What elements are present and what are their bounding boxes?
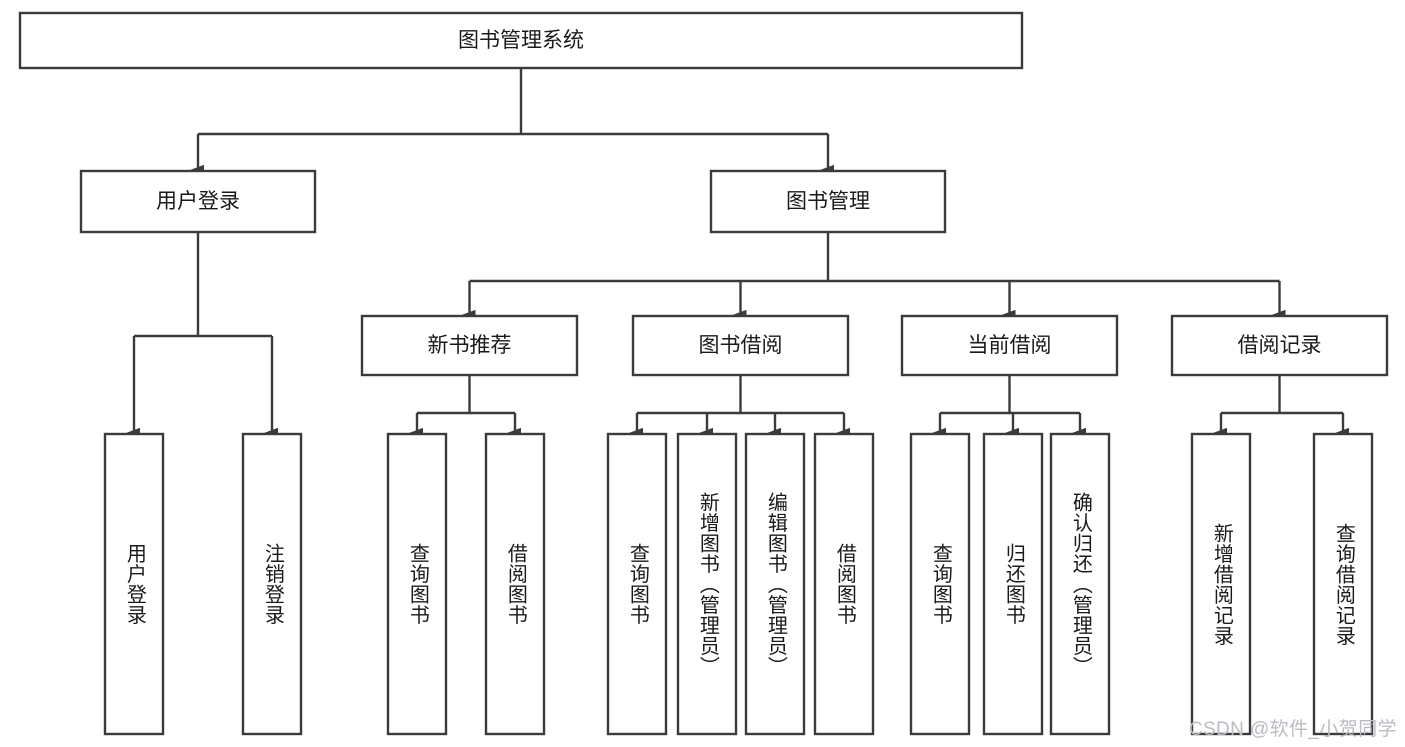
node-leaf-2[interactable]: 查询图书	[386, 432, 448, 736]
node-label-leaf-8: 查询图书	[929, 543, 952, 625]
node-leaf-0[interactable]: 用户登录	[103, 432, 165, 736]
node-label-leaf-10: 确认归还（管理员）	[1069, 491, 1092, 677]
node-leaf-3[interactable]: 借阅图书	[484, 432, 546, 736]
node-level3-0[interactable]: 新书推荐	[360, 314, 579, 377]
node-leaf-7[interactable]: 借阅图书	[813, 432, 875, 736]
node-label-level3-0: 新书推荐	[428, 334, 512, 357]
node-leaf-12[interactable]: 查询借阅记录	[1312, 432, 1374, 736]
node-leaf-4[interactable]: 查询图书	[606, 432, 668, 736]
node-level3-3[interactable]: 借阅记录	[1170, 314, 1389, 377]
node-label-level3-3: 借阅记录	[1238, 334, 1322, 357]
node-leaf-1[interactable]: 注销登录	[241, 432, 303, 736]
node-label-leaf-0: 用户登录	[123, 543, 146, 625]
node-level2-1[interactable]: 图书管理	[709, 169, 947, 234]
node-leaf-6[interactable]: 编辑图书（管理员）	[744, 432, 806, 736]
node-root-system[interactable]: 图书管理系统	[18, 11, 1024, 70]
node-label-leaf-12: 查询借阅记录	[1332, 522, 1355, 646]
node-level2-0[interactable]: 用户登录	[79, 169, 317, 234]
node-label-leaf-5: 新增图书（管理员）	[696, 491, 719, 677]
node-leaf-5[interactable]: 新增图书（管理员）	[676, 432, 738, 736]
node-label-leaf-4: 查询图书	[626, 543, 649, 625]
node-leaf-11[interactable]: 新增借阅记录	[1190, 432, 1252, 736]
node-label-leaf-2: 查询图书	[406, 543, 429, 625]
node-leaf-10[interactable]: 确认归还（管理员）	[1049, 432, 1111, 736]
node-label-level3-2: 当前借阅	[968, 334, 1052, 357]
node-label-leaf-3: 借阅图书	[504, 543, 527, 625]
node-label-leaf-1: 注销登录	[261, 543, 284, 625]
node-label-leaf-7: 借阅图书	[833, 543, 856, 625]
node-label-level2-1: 图书管理	[786, 190, 870, 213]
node-leaf-8[interactable]: 查询图书	[909, 432, 971, 736]
node-layer: 图书管理系统用户登录图书管理新书推荐图书借阅当前借阅借阅记录用户登录注销登录查询…	[18, 11, 1389, 736]
watermark-label: CSDN @软件_小贺同学	[1188, 719, 1397, 740]
node-label-root: 图书管理系统	[458, 29, 584, 52]
node-label-level3-1: 图书借阅	[699, 334, 783, 357]
node-leaf-9[interactable]: 归还图书	[982, 432, 1044, 736]
node-level3-2[interactable]: 当前借阅	[900, 314, 1119, 377]
node-label-leaf-11: 新增借阅记录	[1210, 522, 1233, 646]
node-label-leaf-6: 编辑图书（管理员）	[764, 491, 787, 677]
node-label-leaf-9: 归还图书	[1002, 543, 1025, 625]
node-label-level2-0: 用户登录	[156, 190, 240, 213]
node-level3-1[interactable]: 图书借阅	[631, 314, 850, 377]
connector-layer	[126, 68, 1349, 439]
